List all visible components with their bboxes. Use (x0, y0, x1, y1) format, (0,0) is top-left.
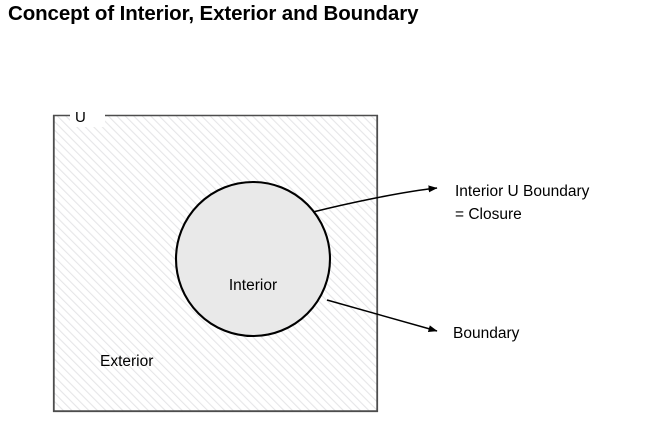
universe-label: U (75, 109, 86, 126)
boundary-annotation-line1: Boundary (453, 325, 520, 342)
exterior-label: Exterior (100, 353, 153, 370)
closure-annotation-line1: Interior U Boundary (455, 183, 590, 200)
interior-circle-shape (174, 180, 332, 338)
closure-annotation-line2: = Closure (455, 206, 522, 223)
closure-arrow (312, 185, 438, 213)
universe-label-backdrop (70, 104, 105, 127)
interior-circle (174, 180, 332, 338)
interior-label: Interior (229, 277, 277, 294)
page-title: Concept of Interior, Exterior and Bounda… (8, 2, 419, 25)
boundary-arrow (326, 299, 438, 333)
